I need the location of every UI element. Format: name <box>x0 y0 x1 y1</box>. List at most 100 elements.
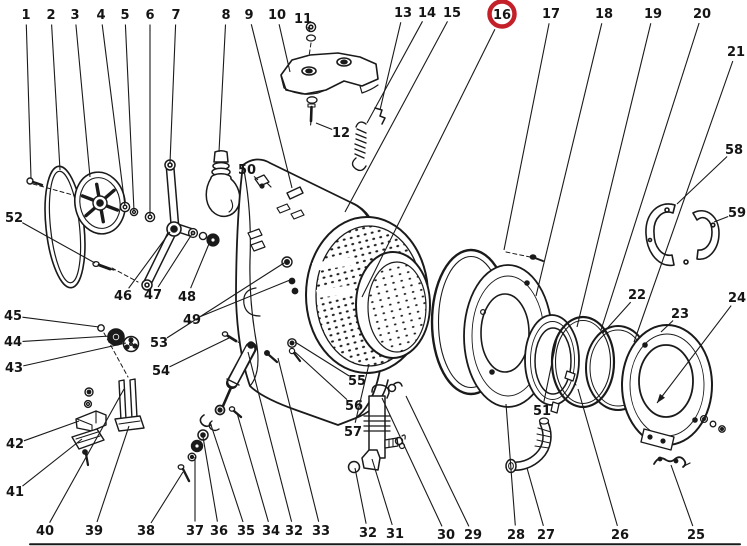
part-number-7-6: 7 <box>171 8 180 23</box>
part-number-10-9: 10 <box>268 8 286 23</box>
part-number-41-41: 41 <box>6 485 24 500</box>
part-number-2-1: 2 <box>46 8 55 23</box>
part-number-23-22: 23 <box>671 307 689 322</box>
suspension-spring <box>351 121 367 172</box>
part-number-22-21: 22 <box>628 288 646 303</box>
leader-line-36-36 <box>202 436 218 522</box>
part-number-40-40: 40 <box>36 524 54 539</box>
u-bracket-40 <box>118 379 127 422</box>
part-number-48-48: 48 <box>178 290 196 305</box>
chamber-foot <box>361 449 381 471</box>
leader-line-18-17 <box>535 23 603 297</box>
leader-line-16-15 <box>361 29 496 298</box>
part-number-25-24: 25 <box>687 528 705 543</box>
arrowhead-24 <box>657 393 665 403</box>
leader-line-57-57 <box>354 363 370 423</box>
counterweight-washer <box>305 34 317 42</box>
pulley-screw-52 <box>92 260 115 271</box>
part-number-26-25: 26 <box>611 528 629 543</box>
part-number-6-5: 6 <box>145 8 154 23</box>
leader-line-14-13 <box>366 21 423 124</box>
part-number-19-18: 19 <box>644 7 662 22</box>
leader-line-8-7 <box>218 24 227 153</box>
part-number-39-39: 39 <box>85 524 103 539</box>
plate-41 <box>71 428 105 450</box>
leader-line-19-18 <box>576 23 652 328</box>
part-number-55-55: 55 <box>348 374 366 389</box>
leader-line-20-19 <box>600 22 700 331</box>
tub-slots <box>276 203 305 220</box>
check-ball-32 <box>347 460 361 474</box>
part-number-42-42: 42 <box>6 437 24 452</box>
spring-clip <box>374 107 386 125</box>
leader-line-11-10 <box>307 26 311 32</box>
leader-line-27-26 <box>526 467 544 527</box>
leader-line-22-21 <box>602 301 632 334</box>
part-number-37-37: 37 <box>186 524 204 539</box>
leader-line-4-3 <box>101 24 126 207</box>
part-number-20-19: 20 <box>693 7 711 22</box>
leader-line-7-6 <box>169 24 177 164</box>
leader-line-30-29 <box>381 397 443 527</box>
part-number-21-20: 21 <box>727 45 745 60</box>
part-number-8-7: 8 <box>221 8 230 23</box>
leader-line-13-12 <box>379 22 402 111</box>
leader-line-2-1 <box>51 24 61 171</box>
clamp-35 <box>199 414 212 428</box>
part-number-9-8: 9 <box>244 8 253 23</box>
leader-line-3-2 <box>75 24 91 178</box>
mounting-bar <box>286 186 304 200</box>
shock-bolt <box>221 331 229 337</box>
leader-line-29-28 <box>405 395 470 527</box>
drive-pulley <box>73 171 127 235</box>
part-number-59-59: 59 <box>728 206 746 221</box>
leader-line-35-35 <box>209 421 244 523</box>
tub-bolt-2 <box>291 287 299 295</box>
door-screw-2 <box>718 425 726 433</box>
leader-line-24-23 <box>656 305 732 404</box>
leader-line-12-11 <box>315 122 333 131</box>
leader-line-39-39 <box>96 425 130 523</box>
part-number-52-52: 52 <box>5 211 23 226</box>
leader-line-55-55 <box>294 341 350 377</box>
leader-line-51-51 <box>543 337 558 402</box>
damper-bracket-set <box>71 378 145 467</box>
part-number-58-58: 58 <box>725 143 743 158</box>
part-number-1-0: 1 <box>21 8 30 23</box>
part-number-31-30: 31 <box>386 527 404 542</box>
bracket-foot-39 <box>114 415 145 432</box>
leader-line-52-52 <box>22 222 96 264</box>
shock-mount-parts <box>177 406 243 483</box>
part-number-11-10: 11 <box>294 12 312 27</box>
part-number-47-47: 47 <box>144 288 162 303</box>
leader-line-28-27 <box>505 403 516 526</box>
shock-absorber <box>214 331 257 416</box>
leader-line-26-25 <box>577 388 618 527</box>
leader-line-46-46 <box>128 231 171 289</box>
part-number-43-43: 43 <box>5 361 23 376</box>
leader-line-25-24 <box>670 464 694 527</box>
leader-line-9-8 <box>250 24 293 189</box>
leader-line-5-4 <box>124 24 135 212</box>
leader-line-59-59 <box>713 215 729 223</box>
part-number-24-23: 24 <box>728 291 746 306</box>
leader-line-48-48 <box>190 238 212 289</box>
door-nut <box>709 420 717 428</box>
part-number-14-13: 14 <box>418 6 436 21</box>
tub-boss <box>281 256 293 268</box>
leader-line-1-0 <box>25 24 32 179</box>
screw-33 <box>263 349 270 356</box>
spider-support-arm <box>141 159 220 291</box>
leader-line-49-49 <box>200 279 291 317</box>
leader-line-53-53 <box>166 262 285 339</box>
part-number-44-44: 44 <box>4 335 22 350</box>
tub-hardware-cluster <box>263 338 302 364</box>
clamp-piece-50 <box>254 174 270 187</box>
boot-clamp-screw <box>564 370 576 382</box>
part-number-4-3: 4 <box>96 8 105 23</box>
leader-line-43-43 <box>23 342 127 367</box>
part-number-30-29: 30 <box>437 528 455 543</box>
leader-line-42-42 <box>23 420 80 442</box>
counterweight <box>280 21 379 126</box>
